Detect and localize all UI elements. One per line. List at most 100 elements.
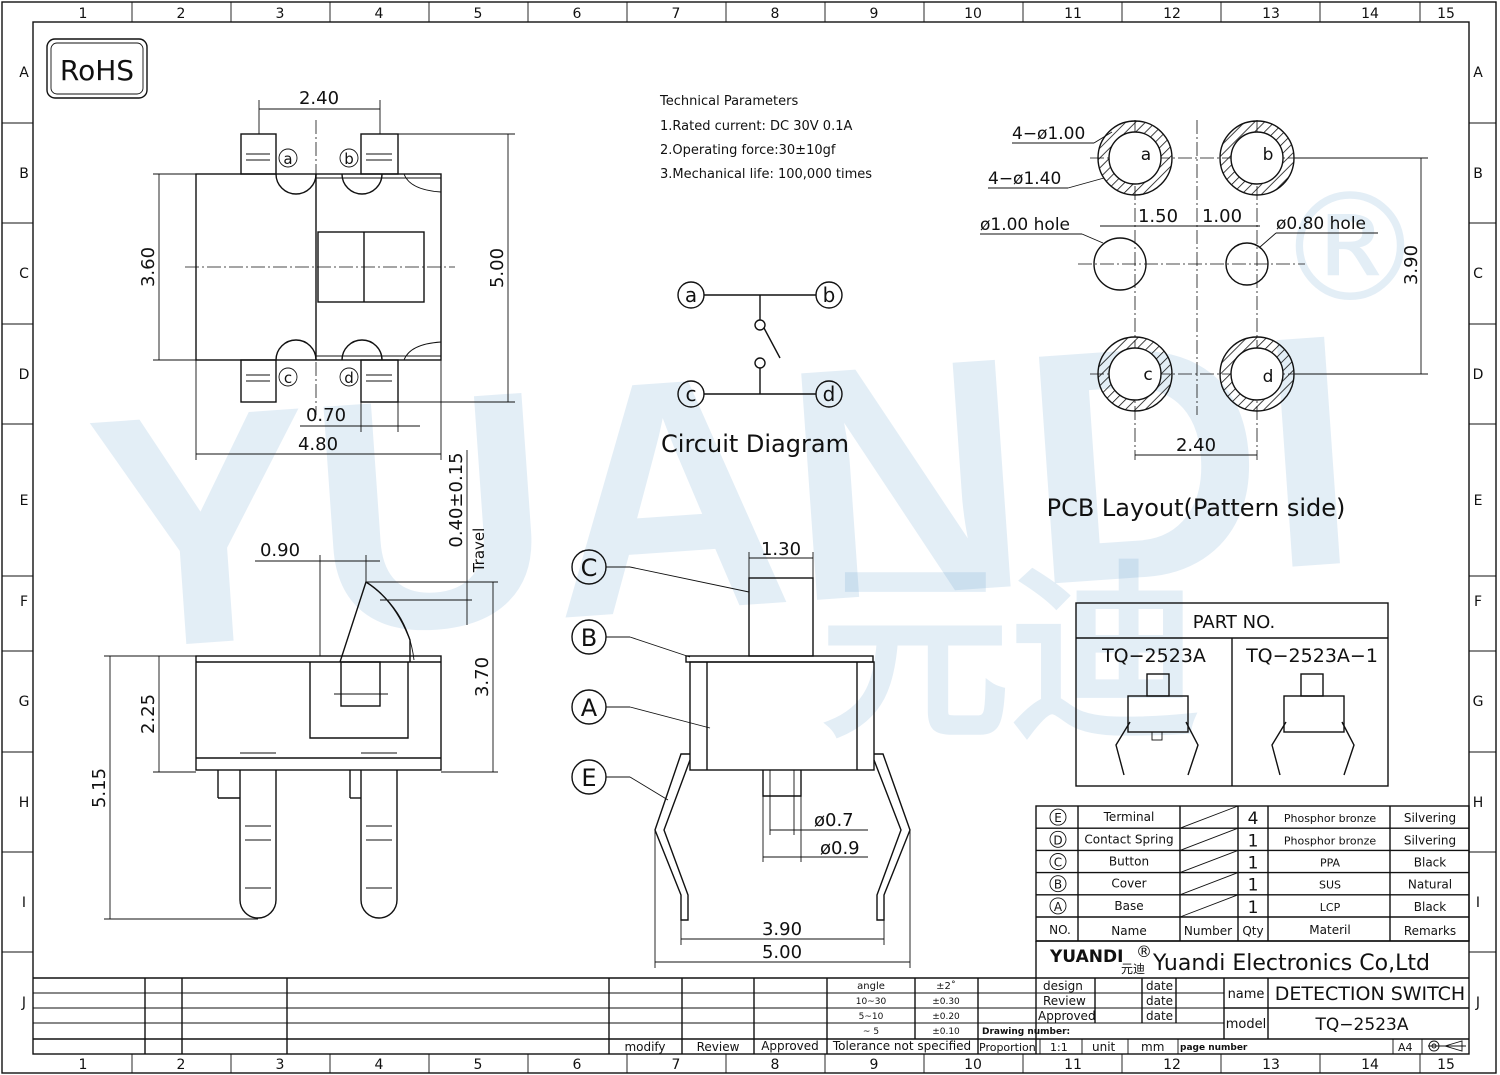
bom-qty: 1 (1248, 898, 1259, 918)
pcb-dim-150: 1.50 (1138, 206, 1178, 227)
row-label-right: B (1473, 166, 1483, 182)
part-no-table: PART NO. TQ−2523A TQ−2523A−1 (1075, 602, 1389, 787)
bom-h-rem: Remarks (1404, 924, 1456, 938)
bom-name: Contact Spring (1084, 832, 1173, 846)
row-label-left: E (20, 493, 29, 509)
row-label-right: D (1473, 367, 1484, 383)
front-dim-500: 5.00 (762, 942, 802, 963)
pcb-dim-240: 2.40 (1176, 435, 1216, 456)
row-label-left: G (19, 694, 30, 710)
tol-value-1: ±0.30 (932, 997, 960, 1007)
col-label-top: 15 (1437, 6, 1455, 22)
bom-qty: 4 (1248, 809, 1259, 829)
tb-approved-2: Approved (761, 1039, 819, 1053)
bom-qty: 1 (1248, 876, 1259, 896)
tb-name-label: name (1228, 987, 1265, 1002)
col-label-top: 7 (672, 6, 681, 22)
tb-date-3: date (1146, 1009, 1173, 1023)
rohs-label: RoHS (60, 54, 134, 87)
circuit-pin-d: d (823, 382, 836, 406)
tb-proportion: Proportion (979, 1041, 1036, 1054)
row-label-right: A (1473, 65, 1483, 81)
col-label-bottom: 12 (1163, 1057, 1181, 1073)
circuit-pin-b: b (823, 283, 836, 307)
tb-mm: mm (1141, 1040, 1164, 1054)
col-label-bottom: 6 (573, 1057, 582, 1073)
pcb-pin-b: b (1263, 145, 1274, 165)
pcb-dim-390: 3.90 (1401, 245, 1422, 285)
pcb-pin-c: c (1143, 365, 1152, 385)
row-label-left: C (19, 266, 29, 282)
pcb-d140: 4−ø1.40 (988, 169, 1061, 189)
pcb-pin-a: a (1141, 145, 1151, 165)
row-label-left: I (22, 895, 26, 911)
tb-drawing-number: Drawing number: (982, 1027, 1070, 1037)
pcb-pin-d: d (1263, 367, 1274, 387)
row-label-left: A (19, 65, 29, 81)
technical-parameters: Technical Parameters 1.Rated current: DC… (659, 94, 872, 182)
tb-approved: Approved (1038, 1009, 1096, 1023)
bom-name: Terminal (1103, 810, 1155, 824)
bom-qty: 1 (1248, 831, 1259, 851)
top-dim-360: 3.60 (138, 247, 159, 287)
circuit-pin-c: c (686, 382, 697, 406)
row-label-right: I (1476, 895, 1480, 911)
part-no-1: TQ−2523A (1101, 645, 1206, 667)
top-pin-c: c (284, 369, 292, 387)
side-dim-225: 2.25 (138, 694, 159, 734)
row-label-right: H (1473, 795, 1484, 811)
top-dim-480: 4.80 (298, 434, 338, 455)
tb-date-2: date (1146, 994, 1173, 1008)
top-view: a b c d 2.40 3.60 5.00 0.70 4.80 (138, 88, 515, 460)
front-dim-130: 1.30 (761, 539, 801, 560)
row-label-left: D (19, 367, 30, 383)
top-pin-d: d (344, 369, 354, 387)
tech-line-2: 2.Operating force:30±10gf (660, 143, 836, 158)
logo-text: YUANDI (1049, 947, 1123, 967)
tech-line-3: 3.Mechanical life: 100,000 times (660, 167, 872, 182)
pcb-title: PCB Layout(Pattern side) (1047, 494, 1346, 522)
col-label-bottom: 13 (1262, 1057, 1280, 1073)
col-label-bottom: 1 (79, 1057, 88, 1073)
tb-design: design (1043, 979, 1083, 993)
tb-name-value: DETECTION SWITCH (1275, 983, 1465, 1005)
tech-title: Technical Parameters (659, 94, 798, 109)
part-no-2: TQ−2523A−1 (1245, 645, 1378, 667)
tb-scale: 1:1 (1050, 1041, 1068, 1054)
tol-range-1: 10~30 (856, 997, 887, 1007)
bom-no: C (1054, 856, 1062, 870)
pcb-hole080: ø0.80 hole (1276, 214, 1366, 234)
circuit-diagram: a b c d Circuit Diagram (661, 281, 849, 458)
top-pin-b: b (344, 150, 354, 168)
watermark-cn: 元迪 (820, 544, 1200, 765)
col-label-bottom: 11 (1064, 1057, 1082, 1073)
col-label-bottom: 5 (474, 1057, 483, 1073)
row-label-right: C (1473, 266, 1483, 282)
col-label-bottom: 9 (870, 1057, 879, 1073)
col-label-top: 11 (1064, 6, 1082, 22)
circuit-pin-a: a (685, 283, 697, 307)
side-dim-515: 5.15 (89, 768, 110, 808)
bom-name: Cover (1111, 877, 1146, 891)
callout-c: C (581, 554, 598, 582)
col-label-bottom: 14 (1361, 1057, 1379, 1073)
tb-size: A4 (1398, 1041, 1413, 1054)
row-label-left: J (21, 995, 26, 1011)
row-label-right: E (1474, 493, 1483, 509)
pcb-layout: a b c d 4−ø1.00 4−ø1.40 ø1.00 hole ø0.80… (980, 120, 1428, 522)
bom-material: Phosphor bronze (1284, 834, 1377, 847)
company-name: Yuandi Electronics Co,Ltd (1152, 951, 1430, 976)
callout-b: B (581, 624, 597, 652)
col-label-top: 6 (573, 6, 582, 22)
bom-h-no: NO. (1049, 923, 1071, 937)
logo-cn: 元迪 (1121, 962, 1145, 976)
col-label-top: 4 (375, 6, 384, 22)
side-travel-label: Travel (470, 528, 488, 574)
bom-remarks: Silvering (1404, 833, 1456, 847)
col-label-bottom: 4 (375, 1057, 384, 1073)
col-label-bottom: 3 (276, 1057, 285, 1073)
bom-name: Base (1114, 899, 1143, 913)
